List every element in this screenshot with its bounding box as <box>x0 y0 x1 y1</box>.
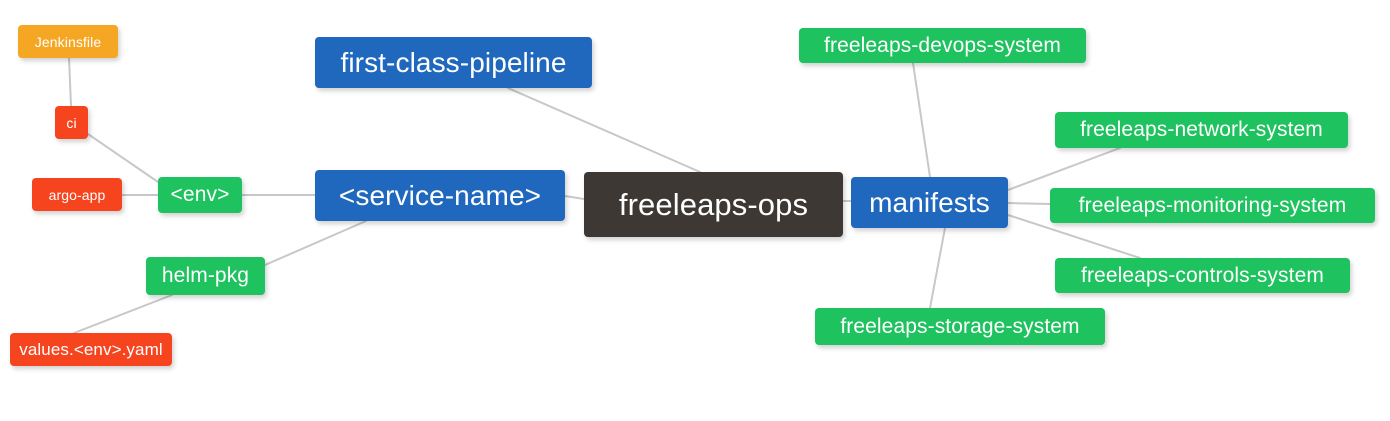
mindmap-node-helm-pkg[interactable]: helm-pkg <box>146 257 265 295</box>
mindmap-node-first-class-pipeline[interactable]: first-class-pipeline <box>315 37 592 88</box>
mindmap-node-env[interactable]: <env> <box>158 177 242 213</box>
mindmap-node-service-name[interactable]: <service-name> <box>315 170 565 221</box>
mindmap-node-label: freeleaps-monitoring-system <box>1078 193 1347 217</box>
mindmap-node-label: freeleaps-ops <box>618 186 809 222</box>
mindmap-node-argo-app[interactable]: argo-app <box>32 178 122 211</box>
mindmap-node-label: values.<env>.yaml <box>19 339 163 359</box>
edge-manifests-to-freeleaps-monitoring-system <box>1007 202 1051 205</box>
mindmap-node-label: argo-app <box>48 186 106 203</box>
mindmap-node-freeleaps-storage-system[interactable]: freeleaps-storage-system <box>815 308 1105 345</box>
mindmap-node-jenkinsfile[interactable]: Jenkinsfile <box>18 25 118 58</box>
mindmap-node-label: ci <box>66 114 77 131</box>
mindmap-node-label: Jenkinsfile <box>34 33 102 50</box>
edge-ci-to-env <box>87 133 159 183</box>
edge-jenkinsfile-to-ci <box>68 57 72 107</box>
edge-manifests-to-freeleaps-storage-system <box>929 227 946 309</box>
mindmap-node-values-env-yaml[interactable]: values.<env>.yaml <box>10 333 172 366</box>
edge-manifests-to-freeleaps-devops-system <box>912 62 931 178</box>
edge-helm-pkg-to-values-env-yaml <box>73 294 173 334</box>
mindmap-node-freeleaps-controls-system[interactable]: freeleaps-controls-system <box>1055 258 1350 293</box>
edge-first-class-pipeline-to-freeleaps-ops <box>507 87 701 173</box>
edge-service-name-to-freeleaps-ops <box>564 195 585 200</box>
mindmap-node-freeleaps-ops[interactable]: freeleaps-ops <box>584 172 843 237</box>
mindmap-node-label: manifests <box>869 186 990 218</box>
mindmap-node-label: helm-pkg <box>161 264 250 287</box>
mindmap-node-label: <service-name> <box>338 179 542 211</box>
mindmap-node-freeleaps-monitoring-system[interactable]: freeleaps-monitoring-system <box>1050 188 1375 223</box>
edge-manifests-to-freeleaps-network-system <box>1007 147 1121 191</box>
mindmap-node-freeleaps-network-system[interactable]: freeleaps-network-system <box>1055 112 1348 148</box>
mindmap-node-manifests[interactable]: manifests <box>851 177 1008 228</box>
mindmap-node-label: first-class-pipeline <box>340 46 567 78</box>
mindmap-node-label: freeleaps-devops-system <box>824 33 1061 57</box>
mindmap-node-label: freeleaps-network-system <box>1080 118 1323 141</box>
edge-service-name-to-helm-pkg <box>264 220 367 266</box>
mindmap-node-label: freeleaps-controls-system <box>1081 263 1324 287</box>
mindmap-node-label: <env> <box>170 183 230 206</box>
mindmap-node-label: freeleaps-storage-system <box>840 314 1080 338</box>
mindmap-node-ci[interactable]: ci <box>55 106 88 139</box>
mindmap-node-freeleaps-devops-system[interactable]: freeleaps-devops-system <box>799 28 1086 63</box>
